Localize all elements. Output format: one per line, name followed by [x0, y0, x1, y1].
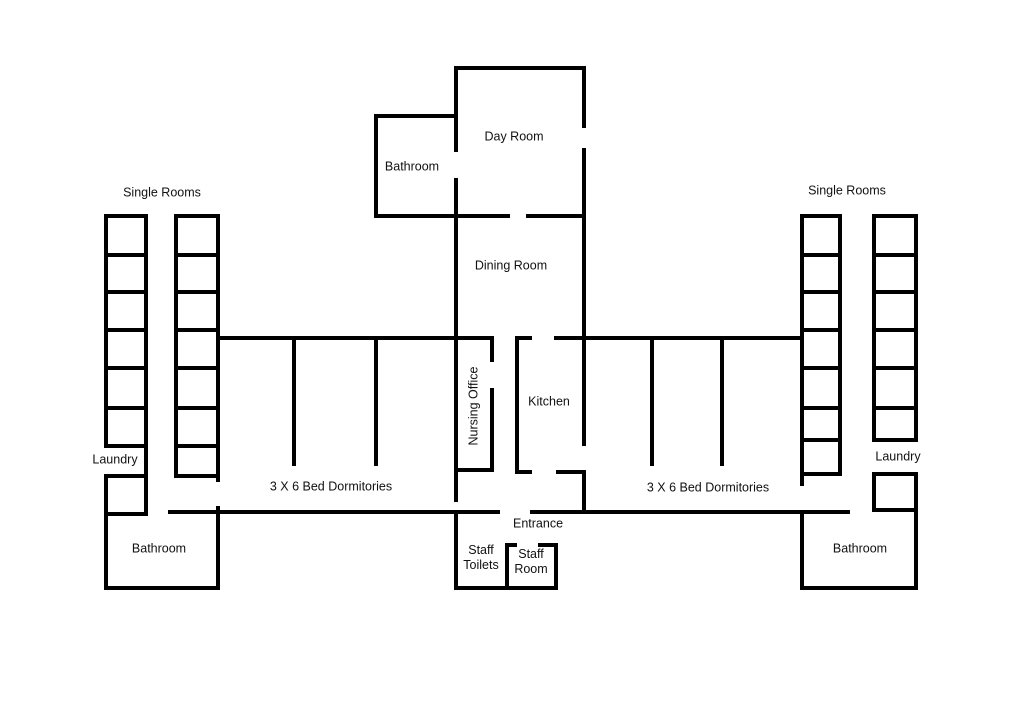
label-day-room: Day Room: [484, 129, 544, 144]
dining-kitchen-walls: [454, 214, 586, 514]
label-dormitories-right: 3 X 6 Bed Dormitories: [646, 480, 770, 495]
day-room-walls: [454, 66, 586, 340]
bathroom-top-walls: [374, 114, 458, 218]
label-bathroom-top: Bathroom: [384, 159, 440, 174]
label-kitchen: Kitchen: [528, 394, 570, 409]
label-staff-toilets: Staff Toilets: [463, 543, 499, 572]
label-dining-room: Dining Room: [474, 258, 548, 273]
label-laundry-right: Laundry: [875, 449, 921, 464]
label-single-rooms-right: Single Rooms: [808, 183, 886, 198]
label-nursing-office: Nursing Office: [466, 366, 481, 446]
entrance-staff-walls: [454, 510, 558, 590]
label-staff-room: Staff Room: [514, 547, 548, 576]
label-dormitories-left: 3 X 6 Bed Dormitories: [269, 479, 393, 494]
label-single-rooms-left: Single Rooms: [123, 185, 201, 200]
label-bathroom-left: Bathroom: [131, 541, 187, 556]
label-bathroom-right: Bathroom: [832, 541, 888, 556]
label-entrance: Entrance: [512, 516, 564, 531]
label-laundry-left: Laundry: [92, 452, 138, 467]
right-wing-walls: [530, 214, 918, 590]
left-wing-walls: [104, 214, 500, 590]
